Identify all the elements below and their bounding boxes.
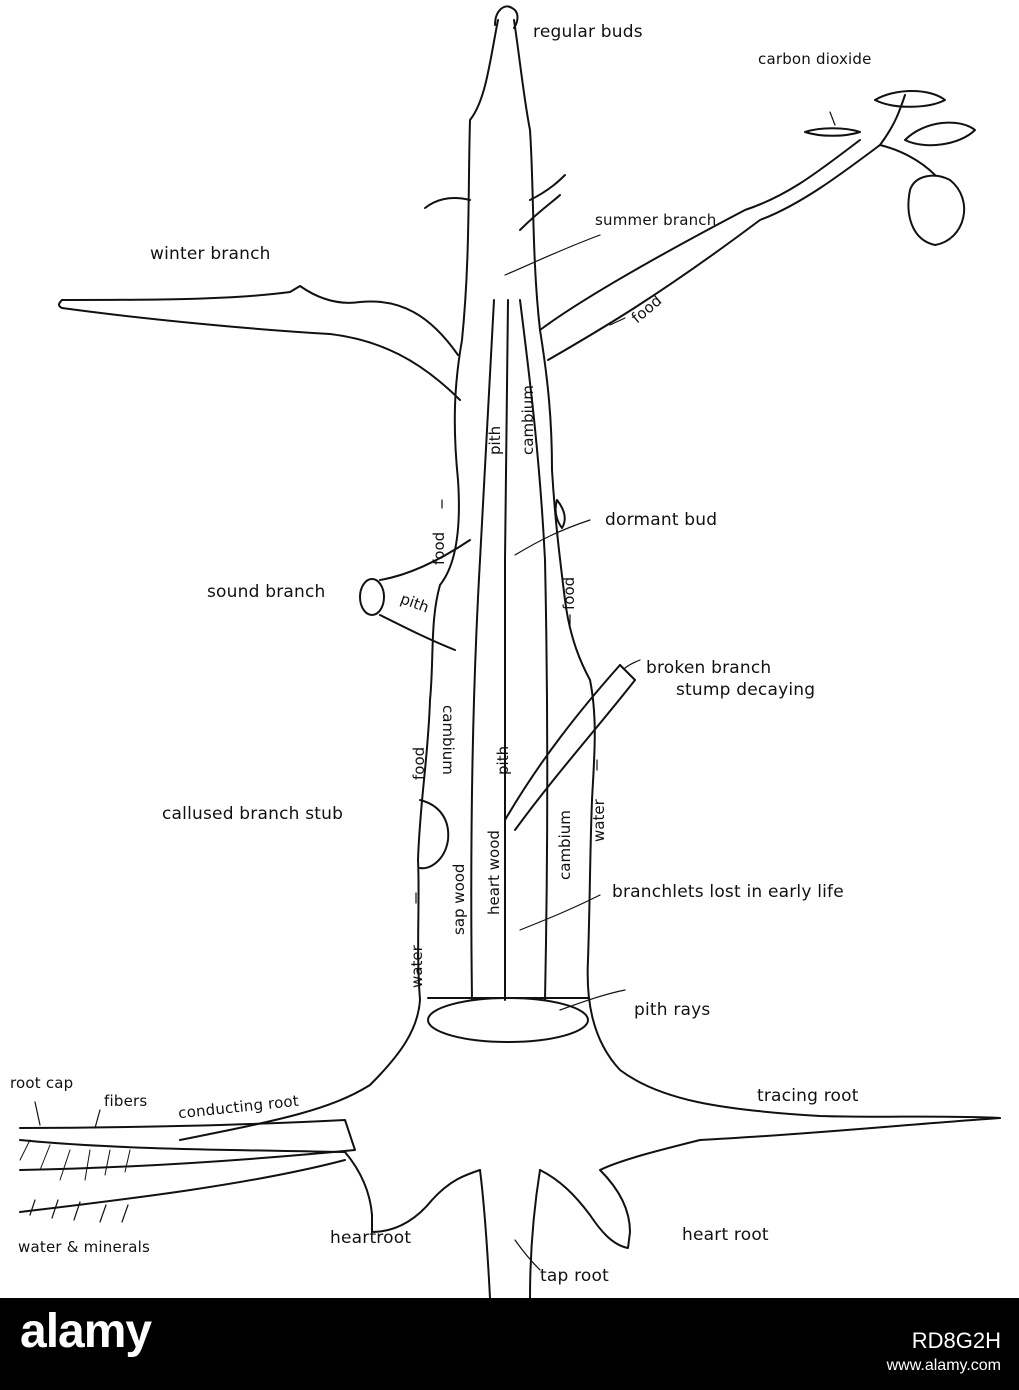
label-food-left-lower: food [412,747,427,780]
winter-branch-bottom [62,308,460,400]
water-arrow-1 [30,1200,35,1215]
inner-line-2 [504,300,508,1000]
label-water-left: water [410,945,425,988]
label-tap-root: tap root [540,1268,609,1285]
summer-branch-bottom [548,145,880,360]
label-summer-branch-text: summer branch [595,211,716,229]
label-callused-branch-stub: callused branch stub [162,806,343,823]
label-water-minerals: water & minerals [18,1240,150,1255]
label-food-left-upper: food [432,532,447,565]
broken-branch-end [620,665,635,680]
pointer-fibers [95,1110,100,1128]
pointer-carbon [830,112,835,125]
pointer-dormant-bud [515,520,590,555]
water-arrow-4 [100,1205,106,1222]
label-cambium-left: cambium [440,705,455,775]
upper-branch-left [425,198,470,208]
watermark-bar: alamy RD8G2H www.alamy.com [0,1298,1019,1390]
label-dormant-bud: dormant bud [605,512,717,529]
label-sound-branch: sound branch [207,584,326,601]
website-url[interactable]: www.alamy.com [887,1358,1001,1374]
pointer-pith-rays [560,990,625,1010]
label-fibers: fibers [104,1094,147,1109]
label-stump-decaying: stump decaying [676,682,815,699]
callus-shape [420,800,448,868]
label-tracing-root: tracing root [757,1088,859,1105]
label-carbon-dioxide: carbon dioxide [758,52,872,67]
label-cambium-right: cambium [558,810,573,880]
sound-branch-cut [360,579,384,615]
leaf-1 [875,91,945,107]
trunk-right-edge [514,20,1000,1118]
winter-branch-top [62,286,458,355]
pointer-summer [505,235,600,275]
leaf-3 [908,176,964,245]
summer-branch-top [540,140,860,330]
label-pith-upper: pith [488,426,503,455]
stock-image-id: RD8G2H [912,1330,1001,1352]
label-sapwood: sap wood [452,864,467,935]
tree-diagram: regular buds carbon dioxide summer branc… [0,0,1019,1298]
label-food-right-mid: food [562,577,577,610]
heartroot-left-shape [372,1170,480,1232]
label-regular-buds: regular buds [533,24,643,41]
cross-section-disk [428,998,588,1042]
carbon-leaf [805,128,860,136]
water-arrow-5 [122,1205,128,1222]
pointer-tap-root [515,1240,540,1270]
taproot-shape [480,1170,540,1298]
leaf-2 [905,123,975,146]
label-heart-root-right: heart root [682,1227,769,1244]
broken-branch-stub-2 [515,680,635,830]
label-root-cap: root cap [10,1076,73,1091]
root-flare-bottom [20,1140,372,1215]
label-cambium-upper: cambium [521,385,536,455]
upper-branch-fork [520,195,560,230]
heartroot-right-shape [540,1118,1000,1248]
label-pith-rays: pith rays [634,1002,710,1019]
leaf-stem-2 [880,145,935,175]
trunk-left-edge [180,20,498,1140]
sound-branch-bottom [380,615,455,650]
alamy-logo[interactable]: alamy [20,1308,151,1356]
label-winter-branch: winter branch [150,246,271,263]
winter-branch-tip [59,300,62,308]
label-water-right: water [592,799,607,842]
alamy-logo-text: alamy [20,1308,151,1356]
pointer-broken [625,660,640,668]
label-heartroot-left: heartroot [330,1230,411,1247]
label-heartwood: heart wood [487,830,502,915]
label-pith-center: pith [496,746,511,775]
label-summer-branch: summer branch [595,213,690,228]
label-broken-branch: broken branch [646,660,771,677]
broken-branch-stub [505,665,620,820]
tree-illustration [0,0,1019,1298]
label-branchlets-lost: branchlets lost in early life [612,884,844,901]
pointer-root-cap [35,1102,40,1125]
